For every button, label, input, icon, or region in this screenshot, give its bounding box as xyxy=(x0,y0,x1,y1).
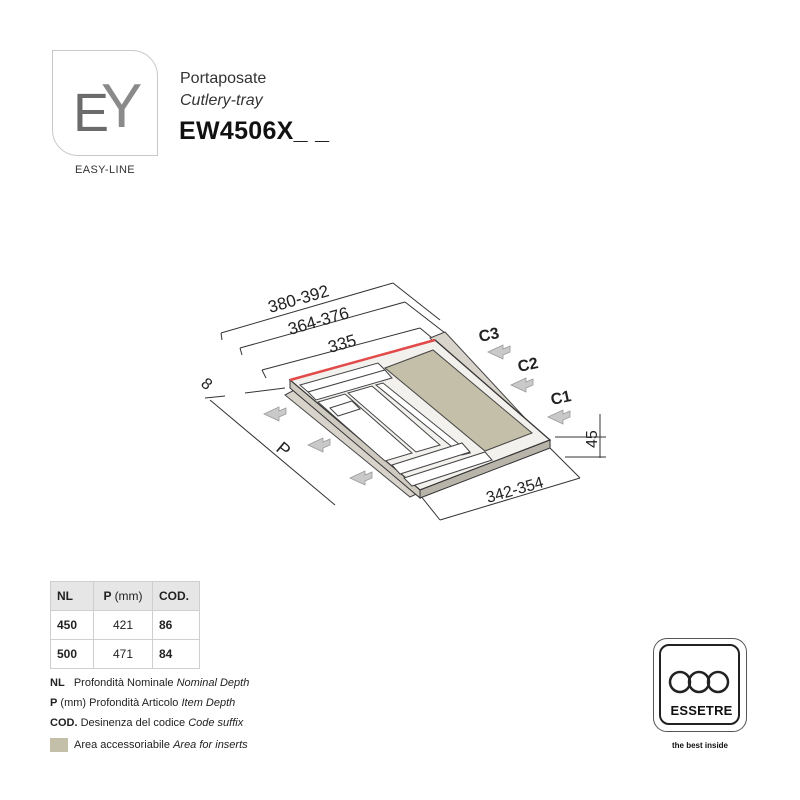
col-header-nl: NL xyxy=(50,581,94,611)
dim-side: 8 xyxy=(197,375,215,394)
cell-nl: 500 xyxy=(50,639,94,669)
legend-cod: COD. Desinenza del codice Code suffix xyxy=(50,717,243,729)
legend-area: Area accessoriabile Area for inserts xyxy=(74,739,248,751)
legend-nl: NL Profondità Nominale Nominal Depth xyxy=(50,677,249,689)
adjustment-arrows xyxy=(263,344,571,486)
logo-frame: E Y xyxy=(52,50,158,156)
brand-name: ESSETRE xyxy=(670,703,733,718)
dim-line-depth-range xyxy=(439,477,581,521)
three-circles-icon xyxy=(668,670,730,694)
dim-depth-range: 342-354 xyxy=(484,474,545,507)
label-c1: C1 xyxy=(549,388,573,409)
legend-p-it: Profondità Articolo xyxy=(89,697,179,709)
essetre-badge-inner: ESSETRE xyxy=(659,644,740,725)
arrow-left-3-icon xyxy=(349,470,373,486)
dim-inner-width: 335 xyxy=(326,331,359,357)
legend-nl-en: Nominal Depth xyxy=(176,677,250,689)
title-italian: Portaposate xyxy=(180,70,267,87)
label-c2: C2 xyxy=(516,355,540,376)
legend-cod-en: Code suffix xyxy=(188,717,244,729)
legend-p-key: P xyxy=(50,697,58,709)
legend-nl-it: Profondità Nominale xyxy=(73,677,174,689)
insert-area-swatch xyxy=(50,738,68,752)
cutlery-tray-drawing: 380-392 364-376 335 8 P 342-354 45 C3 C2… xyxy=(197,281,606,521)
table-row: 500 471 84 xyxy=(50,639,200,669)
dim-line-inner xyxy=(261,327,421,371)
tray-body xyxy=(284,331,552,500)
essetre-badge: ESSETRE xyxy=(653,638,747,732)
arrow-c1-icon xyxy=(547,409,571,425)
cell-p: 471 xyxy=(93,639,153,669)
label-c3: C3 xyxy=(477,325,501,346)
legend-cod-it: Desinenza del codice xyxy=(80,717,186,729)
legend-nl-key: NL xyxy=(50,677,65,689)
arrow-left-2-icon xyxy=(307,437,331,453)
cell-cod: 86 xyxy=(152,610,200,640)
col-header-cod: COD. xyxy=(152,581,200,611)
svg-text:Y: Y xyxy=(101,72,142,141)
brand-tagline: the best inside xyxy=(671,741,728,750)
col-header-p-unit: (mm) xyxy=(114,589,143,603)
legend-p-en: Item Depth xyxy=(181,697,236,709)
title-english: Cutlery-tray xyxy=(180,92,263,109)
dim-line-outer xyxy=(220,282,394,334)
cell-nl: 450 xyxy=(50,610,94,640)
rear-edge-highlight xyxy=(289,338,436,382)
cell-p: 421 xyxy=(93,610,153,640)
legend-p: P (mm) Profondità Articolo Item Depth xyxy=(50,697,235,709)
legend-p-unit: (mm) xyxy=(60,697,87,709)
table-row: 450 421 86 xyxy=(50,610,200,640)
arrow-c3-icon xyxy=(487,344,511,360)
arrow-left-1-icon xyxy=(263,406,287,422)
dim-line-depth xyxy=(209,399,336,506)
dim-line-mid xyxy=(239,301,406,349)
col-header-p: P (mm) xyxy=(93,581,153,611)
legend-area-en: Area for inserts xyxy=(173,739,248,751)
legend-cod-key: COD. xyxy=(50,717,78,729)
cell-cod: 84 xyxy=(152,639,200,669)
legend-area-it: Area accessoriabile xyxy=(74,739,170,751)
label-depth-p: P xyxy=(272,438,294,461)
logo-caption: EASY-LINE xyxy=(74,164,136,176)
product-code: EW4506X_ _ xyxy=(179,117,330,145)
spec-table: NL P (mm) COD. 450 421 86 500 471 84 xyxy=(50,581,200,669)
insert-area xyxy=(384,349,533,452)
arrow-c2-icon xyxy=(510,377,534,393)
dim-height: 45 xyxy=(584,430,601,448)
easy-line-logo-icon: E Y xyxy=(73,72,142,143)
table-header-row: NL P (mm) COD. xyxy=(50,581,200,611)
